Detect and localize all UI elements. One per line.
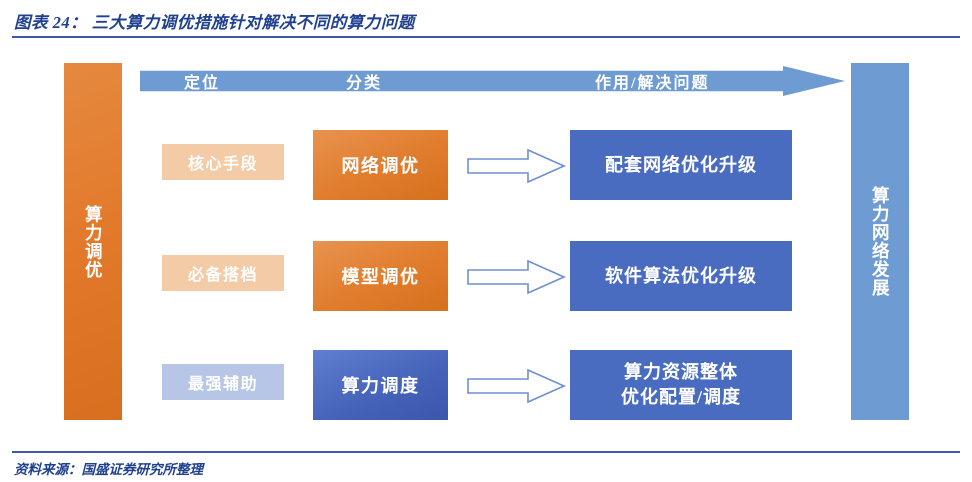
row-result-line: 优化配置/调度 [620,387,741,407]
title-divider [12,36,960,38]
footer-divider [12,451,960,453]
right-arrow-outline-icon [466,368,566,404]
right-pillar-label: 算力网络发展 [870,186,891,297]
right-pillar-computing-network-development: 算力网络发展 [851,63,909,420]
header-label-function-problem-solved: 作用/解决问题 [595,75,710,92]
left-pillar-label: 算力调优 [83,204,104,279]
row-tag: 必备搭档 [162,255,284,291]
row-result-box: 软件算法优化升级 [570,241,792,311]
row-category-box: 模型调优 [313,241,448,311]
page-title: 图表 24： 三大算力调优措施针对解决不同的算力问题 [14,13,415,32]
row-category-box: 网络调优 [313,130,448,200]
row-tag: 最强辅助 [162,364,284,400]
header-label-classification: 分类 [346,75,383,92]
row-result-line: 配套网络优化升级 [605,154,757,175]
row-tag: 核心手段 [162,144,284,180]
row-result-line: 算力资源整体 [624,362,738,383]
row-result-box: 算力资源整体 优化配置/调度 [570,350,792,420]
left-pillar-computing-power-tuning: 算力调优 [64,63,122,420]
header-label-positioning: 定位 [184,75,221,92]
header-arrow-band: 定位 分类 作用/解决问题 [140,66,845,96]
header-arrow-shape [140,66,845,96]
row-result-box: 配套网络优化升级 [570,130,792,200]
source-note: 资料来源：国盛证券研究所整理 [14,462,203,477]
row-category-box: 算力调度 [313,350,448,420]
row-result-line: 软件算法优化升级 [605,265,757,286]
diagram-row: 必备搭档 模型调优 软件算法优化升级 [0,241,972,331]
diagram-row: 最强辅助 算力调度 算力资源整体 优化配置/调度 [0,350,972,440]
diagram-row: 核心手段 网络调优 配套网络优化升级 [0,130,972,220]
right-arrow-outline-icon [466,148,566,184]
right-arrow-outline-icon [466,259,566,295]
